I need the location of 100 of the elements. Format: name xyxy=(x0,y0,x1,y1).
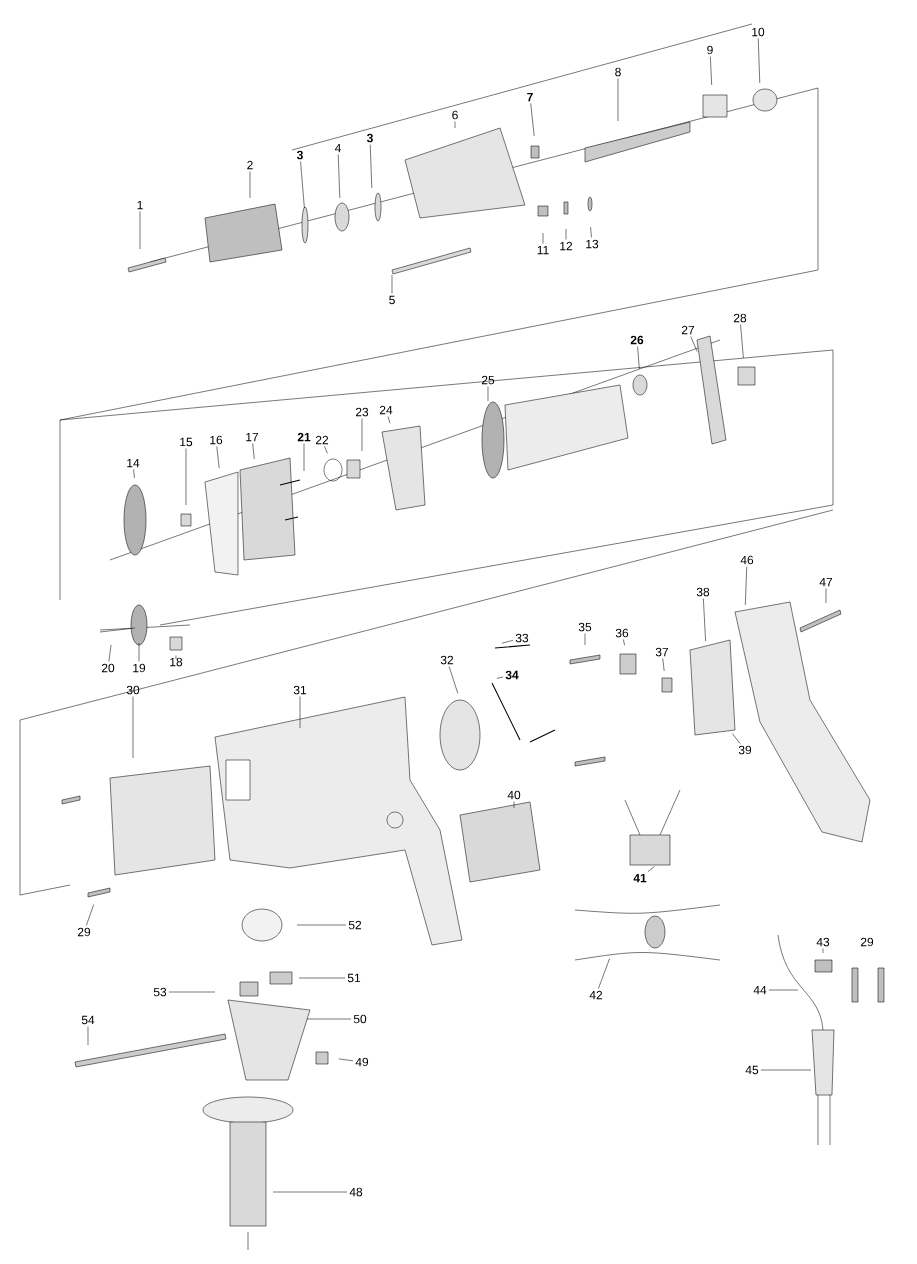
leader-line xyxy=(306,1018,352,1020)
leader-line xyxy=(703,598,706,642)
callout-number: 29 xyxy=(860,937,874,947)
callout-number: 26 xyxy=(630,335,644,345)
leader-line xyxy=(86,904,94,926)
leader-line xyxy=(168,991,216,993)
callout-number: 41 xyxy=(633,873,647,883)
leader-line xyxy=(249,171,251,199)
callout-number: 10 xyxy=(752,27,765,37)
callout-number: 8 xyxy=(615,67,621,77)
leader-line xyxy=(296,924,347,926)
callout-number: 21 xyxy=(297,432,311,442)
callout-number: 50 xyxy=(353,1014,367,1024)
leader-line xyxy=(662,658,665,672)
callout-number: 3 xyxy=(366,133,373,143)
leader-line xyxy=(216,446,220,469)
leader-line xyxy=(338,1058,354,1062)
leader-line xyxy=(542,232,544,244)
callout-number: 16 xyxy=(210,435,223,445)
callout-number: 49 xyxy=(355,1057,369,1067)
leader-line xyxy=(757,38,761,84)
leader-line xyxy=(617,78,619,122)
leader-line xyxy=(768,989,799,991)
callout-number: 40 xyxy=(507,790,521,800)
callout-number: 7 xyxy=(527,92,533,102)
leader-line xyxy=(496,676,504,679)
leader-line xyxy=(108,644,112,662)
callout-number: 15 xyxy=(180,437,193,447)
leader-line xyxy=(598,958,610,989)
leader-line xyxy=(369,144,373,189)
leader-line xyxy=(565,228,567,240)
callout-number: 39 xyxy=(738,745,752,755)
callout-number: 43 xyxy=(816,937,830,947)
callout-number: 22 xyxy=(315,435,329,445)
callout-number: 44 xyxy=(753,985,767,995)
leader-line xyxy=(590,226,592,238)
leader-line xyxy=(760,1069,812,1071)
leader-line xyxy=(513,801,515,809)
leader-line xyxy=(732,733,741,744)
callout-number: 36 xyxy=(615,628,629,638)
callout-number: 46 xyxy=(740,555,754,565)
callout-number: 48 xyxy=(349,1187,363,1197)
callout-number: 37 xyxy=(655,647,669,657)
leader-line xyxy=(637,346,640,370)
callout-number: 33 xyxy=(515,633,529,643)
leader-line xyxy=(391,274,393,294)
leader-line xyxy=(387,416,391,424)
leader-line xyxy=(487,386,489,402)
callout-number: 24 xyxy=(379,405,393,415)
callout-number: 14 xyxy=(127,458,140,468)
callout-number: 12 xyxy=(560,241,573,251)
leader-line xyxy=(825,588,827,604)
callout-number: 42 xyxy=(589,990,603,1000)
leader-line xyxy=(454,121,456,129)
leader-line xyxy=(272,1191,348,1193)
leader-line xyxy=(745,566,747,606)
leader-line xyxy=(530,103,535,137)
leader-line xyxy=(361,418,363,452)
callout-number: 32 xyxy=(440,655,454,665)
callout-number: 27 xyxy=(681,325,695,335)
leader-line xyxy=(298,977,346,979)
leader-line xyxy=(324,446,328,454)
leader-line xyxy=(133,469,135,479)
callout-number: 17 xyxy=(246,432,259,442)
callout-number: 45 xyxy=(745,1065,759,1075)
leader-line xyxy=(132,696,134,759)
callout-number: 6 xyxy=(452,110,458,120)
leader-line xyxy=(185,448,187,506)
leader-line xyxy=(299,696,301,729)
callout-number: 28 xyxy=(733,313,747,323)
leader-line xyxy=(252,443,255,460)
leader-line xyxy=(448,666,459,694)
callout-number: 2 xyxy=(247,160,253,170)
leader-line xyxy=(501,640,514,644)
callout-number: 53 xyxy=(153,987,167,997)
leader-line xyxy=(623,639,625,646)
callout-number: 5 xyxy=(389,295,395,305)
callout-number: 20 xyxy=(101,663,115,673)
callout-number: 29 xyxy=(77,927,91,937)
callout-number: 34 xyxy=(505,670,519,680)
leader-line xyxy=(87,1026,89,1046)
leader-line xyxy=(740,324,744,359)
callout-number: 30 xyxy=(126,685,140,695)
leader-line xyxy=(139,211,141,250)
leader-line xyxy=(710,56,712,86)
callout-number: 1 xyxy=(137,200,143,210)
callout-number: 38 xyxy=(696,587,710,597)
callout-number: 13 xyxy=(586,239,599,249)
leader-line xyxy=(337,154,341,199)
callout-number: 47 xyxy=(819,577,833,587)
leader-line xyxy=(584,633,586,646)
leader-line xyxy=(690,336,698,352)
leader-line xyxy=(822,948,824,954)
leader-line xyxy=(175,655,177,660)
callout-number: 35 xyxy=(578,622,592,632)
callout-number: 18 xyxy=(170,657,183,667)
callout-number: 23 xyxy=(355,407,369,417)
callout-number: 52 xyxy=(348,920,362,930)
leader-line xyxy=(300,161,305,209)
callout-number: 3 xyxy=(296,150,303,160)
